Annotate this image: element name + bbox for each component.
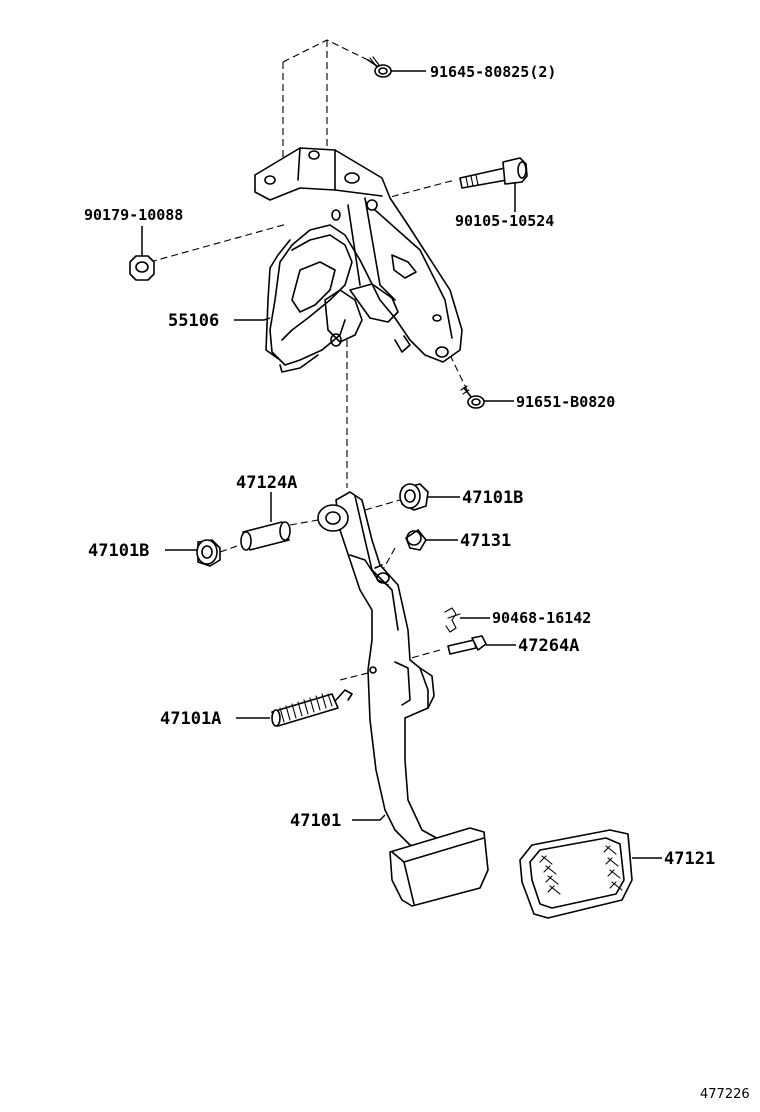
diagram-reference-number: 477226 [700,1087,750,1102]
assembly-guide-lines [149,39,469,681]
bolt-91651-B0820 [460,385,485,409]
part-label-91645-80825: 91645-80825(2) [430,63,556,81]
pin-47264A [447,635,487,655]
part-label-47121: 47121 [664,849,715,869]
part-label-91651-B0820: 91651-B0820 [516,393,615,411]
part-label-47101A: 47101A [160,709,221,729]
return-spring-47101A [271,689,353,727]
clip-90468-16142 [444,607,461,633]
pedal-bracket-55106 [254,147,463,373]
part-label-55106: 55106 [168,311,219,331]
part-label-47124A: 47124A [236,473,297,493]
part-label-90179-10088: 90179-10088 [84,206,183,224]
bolt-91645-80825 [367,56,392,78]
cushion-47131 [405,529,427,551]
bushing-47101B-left [196,539,221,567]
part-label-90468-16142: 90468-16142 [492,609,591,627]
part-labels: 91645-80825(2) 90105-10524 90179-10088 5… [84,63,750,1102]
bolt-90105-10524 [459,157,528,189]
part-label-47101B-left: 47101B [88,541,149,561]
brake-pedal-arm-47101 [317,491,489,907]
part-label-47131: 47131 [460,531,511,551]
part-label-47101B-right: 47101B [462,488,523,508]
leader-lines [141,70,662,859]
bushing-47101B-right [399,483,429,511]
collar-47124A [240,521,291,551]
part-label-90105-10524: 90105-10524 [455,212,554,230]
part-label-47101: 47101 [290,811,341,831]
pedal-pad-47121 [519,829,633,919]
nut-90179-10088 [129,255,155,281]
part-label-47264A: 47264A [518,636,579,656]
